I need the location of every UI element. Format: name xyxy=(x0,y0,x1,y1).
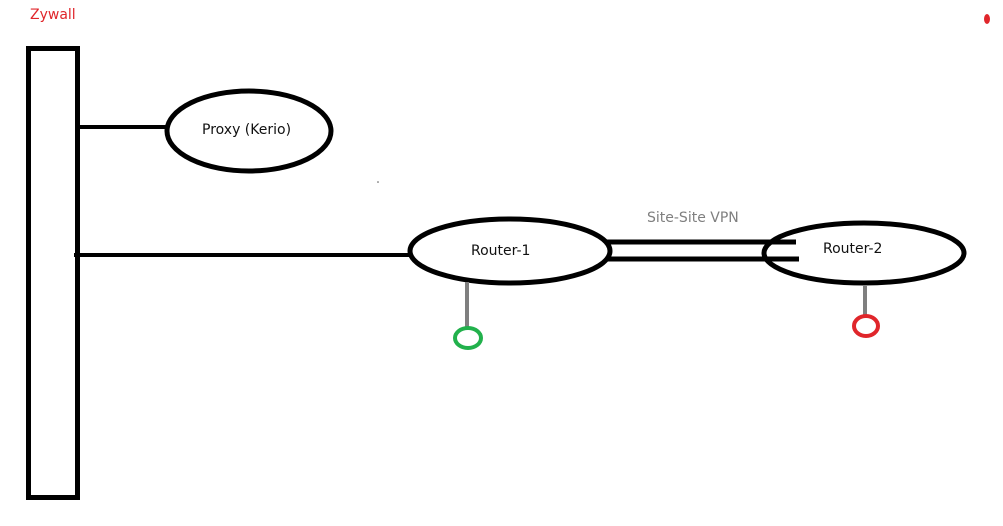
zywall-device[interactable] xyxy=(26,46,80,500)
router1-status-icon xyxy=(453,326,483,350)
proxy-label: Proxy (Kerio) xyxy=(202,122,292,138)
proxy-node[interactable] xyxy=(164,88,334,174)
red-dot-icon xyxy=(984,14,990,24)
vpn-label: Site-Site VPN xyxy=(647,210,739,226)
router2-node[interactable] xyxy=(761,220,967,286)
router2-label: Router-2 xyxy=(823,241,883,257)
router1-node[interactable] xyxy=(407,216,613,286)
stray-mark xyxy=(377,181,379,183)
router2-status-icon xyxy=(852,314,880,338)
router1-label: Router-1 xyxy=(471,243,531,259)
zywall-label: Zywall xyxy=(30,7,76,23)
